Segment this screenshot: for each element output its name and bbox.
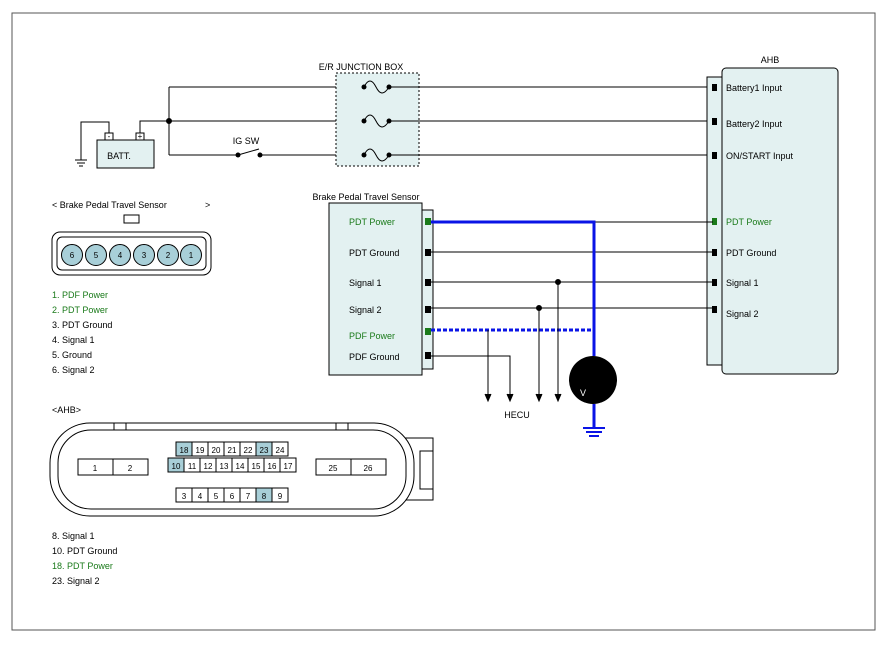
voltmeter: V — [569, 356, 617, 404]
sensor-pins: PDT Power PDT Ground Signal 1 Signal 2 P… — [349, 217, 431, 362]
ahb-conn-pin-17: 17 — [284, 462, 293, 471]
sensor-pin-4: 4 — [118, 251, 123, 260]
sensor-pin-3: 3 — [142, 251, 147, 260]
fuse-3 — [361, 148, 392, 162]
ahb-conn-pin-5: 5 — [214, 492, 219, 501]
sensor-legend-item: 5. Ground — [52, 350, 92, 360]
hecu-arrows — [431, 282, 562, 403]
ahb-conn-pin-14: 14 — [236, 462, 245, 471]
ahb-legend-item: 18. PDT Power — [52, 561, 113, 571]
ahb-pin-pdt-ground: PDT Ground — [726, 248, 776, 258]
battery: - + BATT. — [75, 121, 155, 169]
sensor-title: Brake Pedal Travel Sensor — [312, 192, 419, 202]
diagram-border — [11, 12, 876, 631]
ahb-pin-signal1: Signal 1 — [726, 278, 759, 288]
ahb-power-wires — [389, 86, 713, 156]
ahb-connector-title: <AHB> — [52, 405, 81, 415]
sensor-connector-title: < Brake Pedal Travel Sensor — [52, 200, 167, 210]
fuse-2 — [361, 114, 392, 128]
sensor-legend-item: 2. PDT Power — [52, 305, 108, 315]
ahb-pin-on-start: ON/START Input — [726, 151, 794, 161]
sensor-connector-legend: 1. PDF Power 2. PDT Power 3. PDT Ground … — [52, 290, 112, 375]
ahb-conn-pin-21: 21 — [228, 446, 237, 455]
ahb-pins: Battery1 Input Battery2 Input ON/START I… — [712, 83, 794, 319]
sensor-legend-item: 6. Signal 2 — [52, 365, 95, 375]
sensor-pin-pdt-power: PDT Power — [349, 217, 395, 227]
sensor-connector-title-close: > — [205, 200, 210, 210]
sensor-pin-6: 6 — [70, 251, 75, 260]
sensor-connector: < Brake Pedal Travel Sensor > 6 5 4 3 2 … — [51, 200, 212, 276]
hecu-label: HECU — [504, 410, 530, 420]
ahb-conn-pin-18: 18 — [180, 446, 189, 455]
ahb-conn-pin-16: 16 — [268, 462, 277, 471]
ahb-conn-pin-23: 23 — [260, 446, 269, 455]
sensor-legend-item: 3. PDT Ground — [52, 320, 112, 330]
sensor-ahb-wires — [431, 221, 713, 311]
sensor-pin-2: 2 — [166, 251, 171, 260]
sensor-pin-pdf-ground: PDF Ground — [349, 352, 400, 362]
sensor-pin-1: 1 — [189, 251, 194, 260]
sensor-pin-signal2: Signal 2 — [349, 305, 382, 315]
ahb-connector-legend: 8. Signal 1 10. PDT Ground 18. PDT Power… — [52, 531, 117, 586]
ahb-legend-item: 10. PDT Ground — [52, 546, 117, 556]
fuse-1 — [361, 80, 392, 94]
ahb-conn-pin-7: 7 — [246, 492, 251, 501]
sensor-pin-pdf-power: PDF Power — [349, 331, 395, 341]
ahb-conn-pin-6: 6 — [230, 492, 235, 501]
ahb-conn-pin-25: 25 — [329, 464, 338, 473]
battery-label: BATT. — [107, 151, 131, 161]
ahb-module: AHB Battery1 Input Battery2 Input ON/STA… — [706, 55, 839, 375]
junction-box: E/R JUNCTION BOX — [319, 62, 420, 167]
ahb-conn-pin-13: 13 — [220, 462, 229, 471]
ahb-conn-pin-1: 1 — [93, 464, 98, 473]
ahb-connector-pins: 1 2 25 26 18 19 20 21 22 23 24 10 — [77, 441, 387, 503]
battery-plus-label: + — [138, 132, 143, 141]
ahb-pin-battery1: Battery1 Input — [726, 83, 783, 93]
voltmeter-label: V — [580, 388, 586, 398]
ahb-conn-pin-20: 20 — [212, 446, 221, 455]
ahb-conn-pin-2: 2 — [128, 464, 133, 473]
ahb-pin-pdt-power: PDT Power — [726, 217, 772, 227]
sensor-pin-signal1: Signal 1 — [349, 278, 382, 288]
ahb-conn-pin-24: 24 — [276, 446, 285, 455]
ahb-legend-item: 8. Signal 1 — [52, 531, 95, 541]
ahb-conn-pin-3: 3 — [182, 492, 187, 501]
battery-minus-label: - — [108, 132, 111, 141]
ahb-conn-pin-12: 12 — [204, 462, 213, 471]
ahb-conn-pin-26: 26 — [364, 464, 373, 473]
sensor-pin-pdt-ground: PDT Ground — [349, 248, 399, 258]
ahb-conn-pin-19: 19 — [196, 446, 205, 455]
ahb-conn-pin-4: 4 — [198, 492, 203, 501]
sensor-legend-item: 4. Signal 1 — [52, 335, 95, 345]
measurement-ground — [583, 427, 605, 437]
ahb-pin-signal2: Signal 2 — [726, 309, 759, 319]
ahb-pin-battery2: Battery2 Input — [726, 119, 783, 129]
battery-feed-wires — [139, 86, 363, 156]
ahb-conn-pin-15: 15 — [252, 462, 261, 471]
measurement-wire — [431, 220, 596, 428]
ahb-conn-pin-10: 10 — [172, 462, 181, 471]
sensor-connector-pins: 6 5 4 3 2 1 — [61, 244, 202, 266]
sensor-legend-item: 1. PDF Power — [52, 290, 108, 300]
ahb-conn-pin-8: 8 — [262, 492, 267, 501]
ig-switch-label: IG SW — [233, 136, 260, 146]
sensor-pin-5: 5 — [94, 251, 99, 260]
ahb-legend-item: 23. Signal 2 — [52, 576, 100, 586]
ahb-conn-pin-9: 9 — [278, 492, 283, 501]
ahb-conn-pin-11: 11 — [188, 462, 197, 471]
ahb-title: AHB — [761, 55, 780, 65]
junction-box-title: E/R JUNCTION BOX — [319, 62, 404, 72]
sensor-module: Brake Pedal Travel Sensor PDT Power PDT … — [312, 192, 434, 376]
ahb-connector: <AHB> 1 2 25 26 18 19 20 21 — [49, 405, 434, 517]
ahb-conn-pin-22: 22 — [244, 446, 253, 455]
